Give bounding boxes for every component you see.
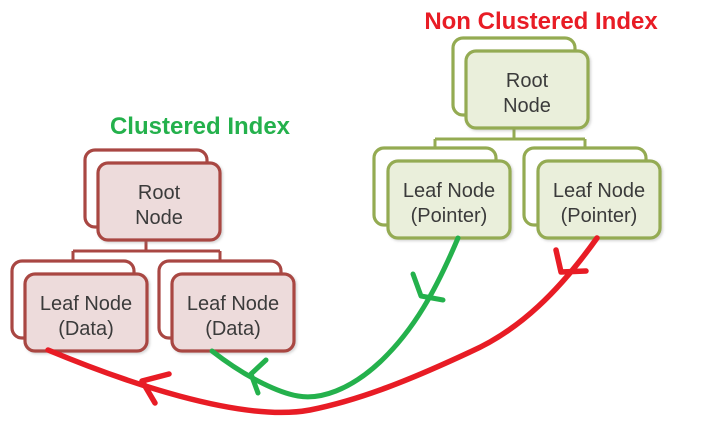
green-arrow-head-icon xyxy=(248,357,269,396)
red-pointer-arrow xyxy=(45,235,600,416)
non-clustered-tree: Root Node Leaf Node (Pointer) Leaf Node … xyxy=(372,36,662,240)
clustered-index-title: Clustered Index xyxy=(110,113,291,140)
non-clustered-root-label-line1: Root xyxy=(506,70,549,92)
non-clustered-root-node: Root Node xyxy=(451,36,590,130)
non-clustered-right-leaf-label-line2: (Pointer) xyxy=(561,205,638,227)
non-clustered-root-label-line2: Node xyxy=(503,95,551,117)
non-clustered-left-leaf-node: Leaf Node (Pointer) xyxy=(372,146,512,240)
non-clustered-left-leaf-card xyxy=(386,159,512,240)
clustered-right-leaf-card xyxy=(170,272,296,353)
non-clustered-right-leaf-node: Leaf Node (Pointer) xyxy=(522,146,662,240)
green-pointer-arrow xyxy=(209,235,461,400)
non-clustered-left-leaf-label-line2: (Pointer) xyxy=(411,205,488,227)
clustered-left-leaf-node: Leaf Node (Data) xyxy=(10,259,149,353)
clustered-right-leaf-node: Leaf Node (Data) xyxy=(157,259,296,353)
clustered-left-leaf-card xyxy=(23,272,149,353)
non-clustered-right-leaf-label-line1: Leaf Node xyxy=(553,180,645,202)
clustered-right-leaf-label-line1: Leaf Node xyxy=(187,293,279,315)
non-clustered-left-leaf-label-line1: Leaf Node xyxy=(403,180,495,202)
clustered-root-label-line2: Node xyxy=(135,207,183,229)
non-clustered-tree-connector xyxy=(433,124,587,149)
clustered-tree: Root Node Leaf Node (Data) Leaf Node (Da… xyxy=(10,148,296,353)
red-arrow-mid-chevron-icon xyxy=(553,247,589,275)
green-arrow-mid-chevron-icon xyxy=(410,271,446,303)
clustered-left-leaf-label-line2: (Data) xyxy=(58,318,114,340)
clustered-tree-connector xyxy=(71,236,222,262)
clustered-root-card xyxy=(96,161,222,242)
non-clustered-root-card xyxy=(464,49,590,130)
clustered-left-leaf-label-line1: Leaf Node xyxy=(40,293,132,315)
red-arrow-head-icon xyxy=(139,371,172,406)
non-clustered-index-title: Non Clustered Index xyxy=(424,8,658,35)
clustered-root-label-line1: Root xyxy=(138,182,181,204)
clustered-root-node: Root Node xyxy=(83,148,222,242)
clustered-right-leaf-label-line2: (Data) xyxy=(205,318,261,340)
red-arrow-curve xyxy=(45,235,600,416)
